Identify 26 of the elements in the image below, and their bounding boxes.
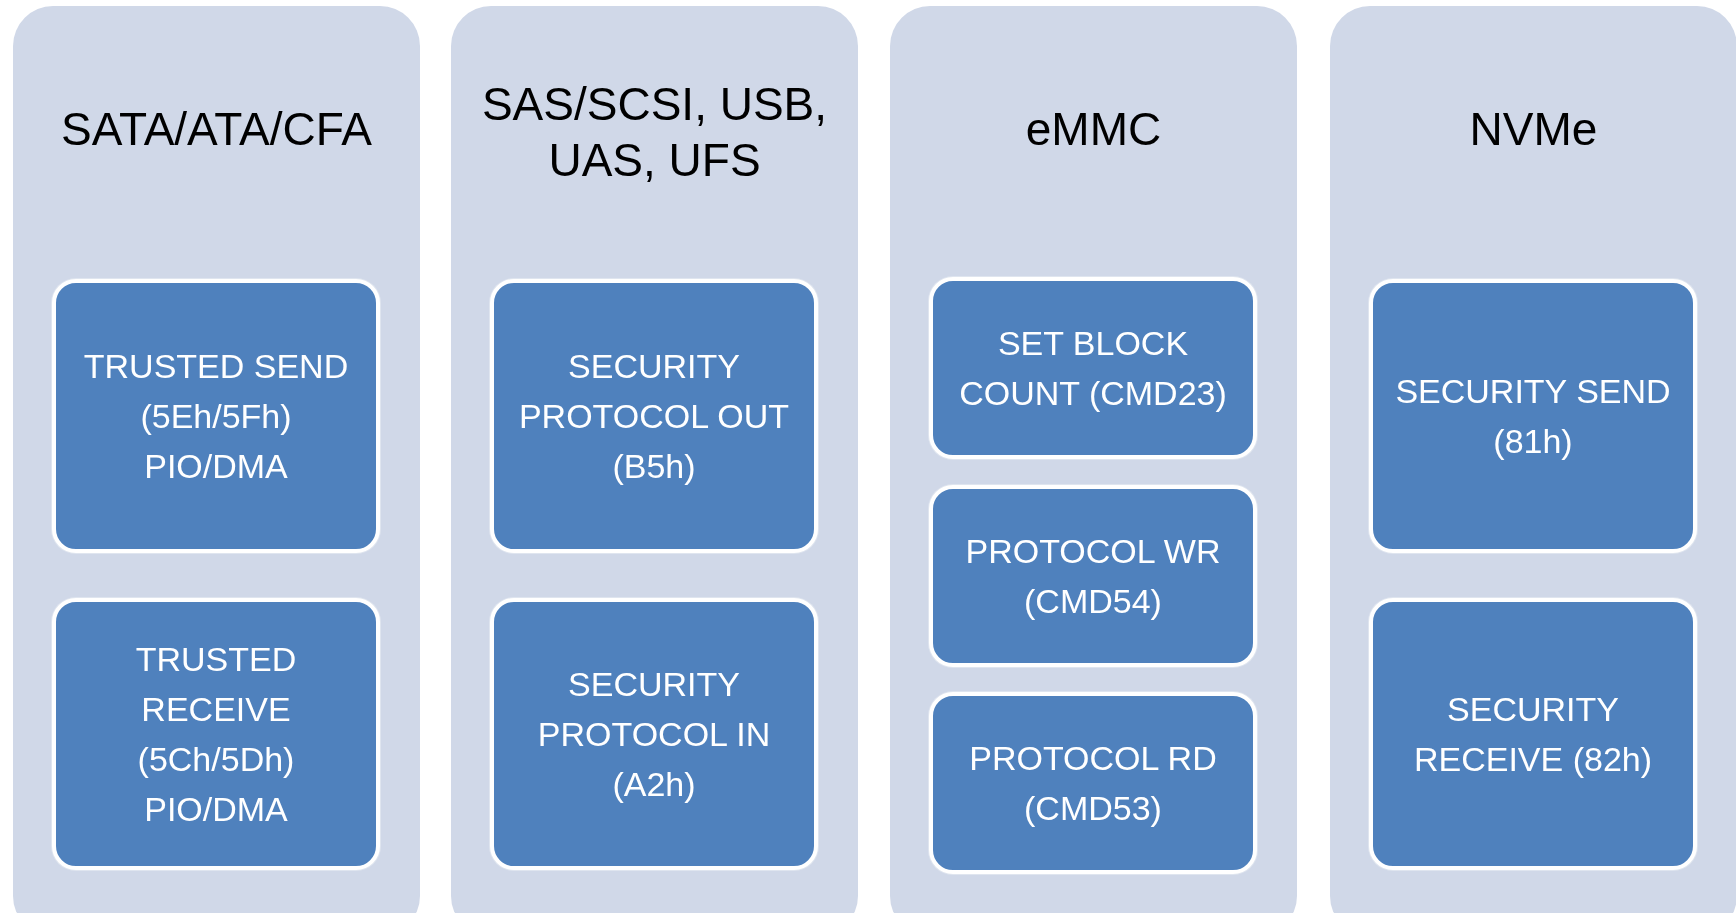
command-box bbox=[929, 692, 1257, 874]
command-box bbox=[52, 598, 380, 870]
interface-panel bbox=[451, 6, 858, 913]
interface-panel bbox=[1330, 6, 1736, 913]
command-box bbox=[1369, 598, 1697, 870]
command-label: SECURITY RECEIVE (82h) bbox=[1412, 689, 1654, 780]
command-box bbox=[490, 598, 818, 870]
interface-title: eMMC bbox=[1024, 102, 1163, 157]
command-box bbox=[929, 485, 1257, 667]
command-label: TRUSTED RECEIVE (5Ch/5Dh) PIO/DMA bbox=[134, 639, 298, 830]
command-label: SECURITY PROTOCOL OUT (B5h) bbox=[517, 346, 791, 487]
command-box bbox=[929, 277, 1257, 459]
command-box bbox=[1369, 279, 1697, 553]
command-label: SECURITY SEND (81h) bbox=[1394, 371, 1672, 462]
command-box bbox=[490, 279, 818, 553]
command-box bbox=[52, 279, 380, 553]
command-label: PROTOCOL RD (CMD53) bbox=[968, 738, 1218, 829]
interface-title: SAS/SCSI, USB, UAS, UFS bbox=[480, 77, 829, 188]
interface-title: SATA/ATA/CFA bbox=[60, 102, 373, 157]
command-label: TRUSTED SEND (5Eh/5Fh) PIO/DMA bbox=[82, 346, 350, 487]
interface-panel bbox=[13, 6, 420, 913]
command-label: PROTOCOL WR (CMD54) bbox=[964, 531, 1222, 622]
command-label: SET BLOCK COUNT (CMD23) bbox=[958, 323, 1228, 414]
interface-panel bbox=[890, 6, 1297, 913]
command-label: SECURITY PROTOCOL IN (A2h) bbox=[536, 664, 772, 805]
interface-title: NVMe bbox=[1468, 102, 1599, 157]
